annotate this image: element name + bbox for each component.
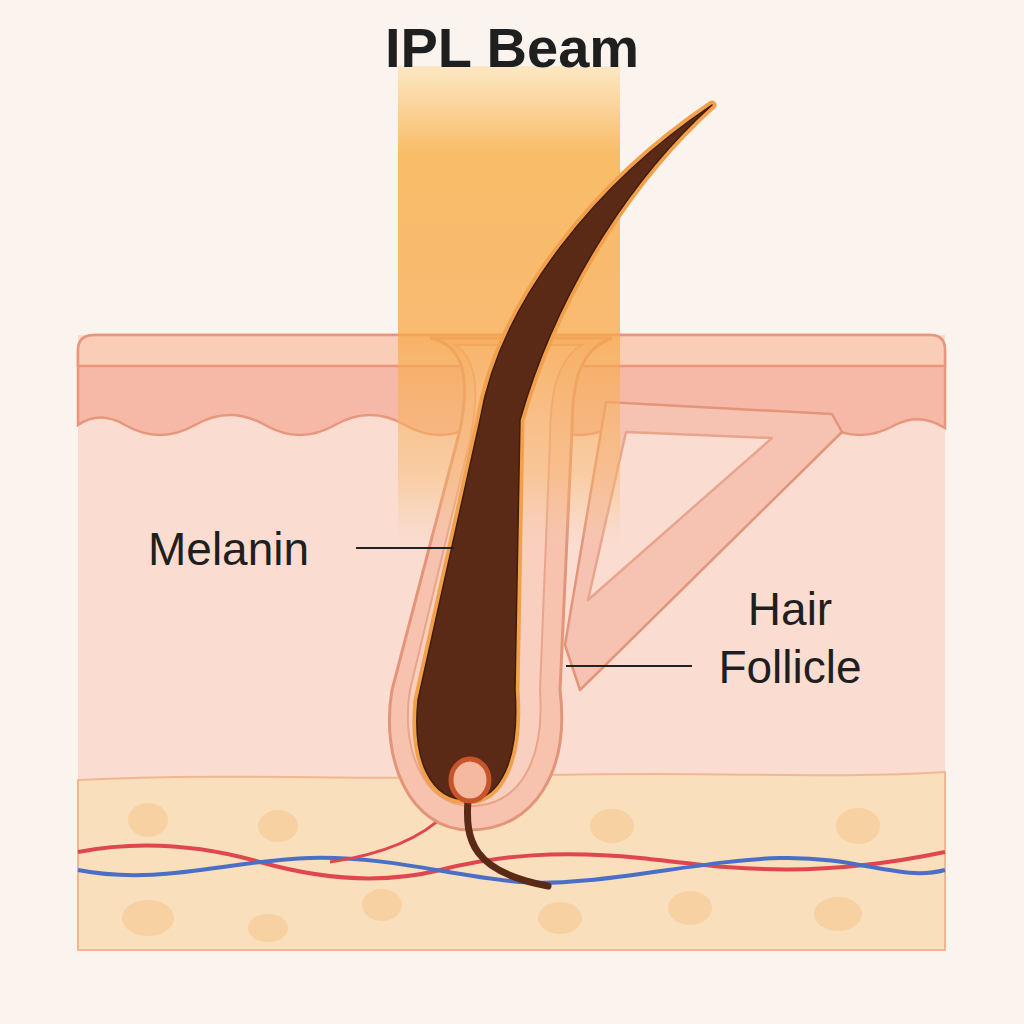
dermal-papilla	[451, 759, 489, 801]
part-label: Hair Follicle	[690, 580, 890, 696]
label-slot: Melanin	[148, 520, 348, 578]
capillary	[330, 812, 448, 862]
diagram-title: IPL Beam	[0, 16, 1024, 80]
hair-root	[467, 800, 548, 886]
leader-line	[356, 547, 454, 549]
part-label: Melanin	[148, 520, 348, 578]
leader-line	[566, 665, 692, 667]
title-slot: IPL Beam	[0, 16, 1024, 80]
label-slot: Hair Follicle	[690, 580, 890, 696]
hair-shaft	[417, 105, 712, 800]
melanin-glow	[417, 105, 712, 800]
